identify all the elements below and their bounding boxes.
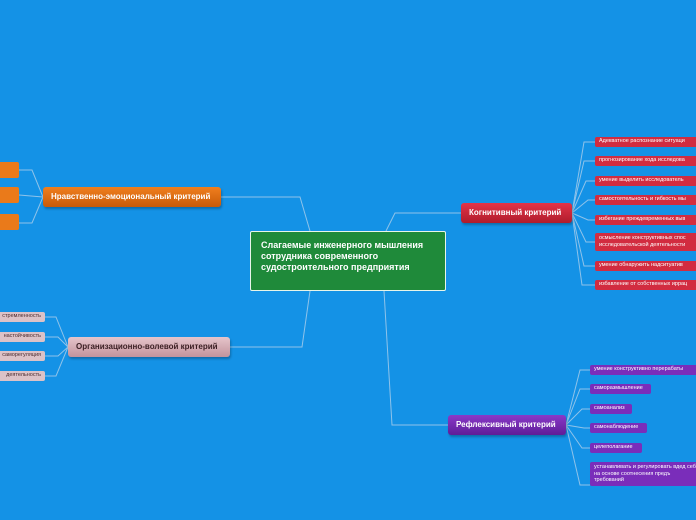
connector-central-cognitive bbox=[385, 212, 461, 232]
volitional-item-3[interactable]: саморегуляция bbox=[0, 351, 45, 361]
branch-moral-emotional[interactable]: Нравственно-эмоциональный критерий bbox=[43, 187, 221, 207]
moral-item-3[interactable] bbox=[0, 214, 19, 230]
branch-cognitive[interactable]: Когнитивный критерий bbox=[461, 203, 572, 223]
volitional-item-4[interactable]: деятельность bbox=[0, 371, 45, 381]
branch-organizational-volitional[interactable]: Организационно-волевой критерий bbox=[68, 337, 230, 357]
cognitive-item-8[interactable]: избавление от собственных иррац bbox=[595, 280, 696, 290]
reflexive-item-2[interactable]: саморазмышление bbox=[590, 384, 651, 394]
branch-reflexive[interactable]: Рефлексивный критерий bbox=[448, 415, 566, 435]
cognitive-item-3[interactable]: умение выделить исследователь bbox=[595, 176, 696, 186]
connector-central-reflexive bbox=[383, 290, 448, 426]
central-topic[interactable]: Слагаемые инженерного мышления сотрудник… bbox=[250, 231, 446, 291]
volitional-item-2[interactable]: настойчивость bbox=[0, 332, 45, 342]
moral-item-1[interactable] bbox=[0, 162, 19, 178]
cognitive-item-2[interactable]: прогнозирование хода исследова bbox=[595, 156, 696, 166]
reflexive-item-6[interactable]: устанавливать и регулировать вдед себя н… bbox=[590, 462, 696, 486]
cognitive-item-1[interactable]: Адекватное распознание ситуаци bbox=[595, 137, 696, 147]
cognitive-item-7[interactable]: умение обнаружить надситуатив bbox=[595, 261, 696, 271]
reflexive-item-1[interactable]: умение конструктивно перерабаты bbox=[590, 365, 696, 375]
cognitive-item-5[interactable]: избегание преждевременных выв bbox=[595, 215, 696, 225]
connector-central-moral bbox=[221, 196, 311, 232]
connector-central-volitional bbox=[230, 290, 311, 348]
cognitive-item-4[interactable]: самостоятельность и гибкость мы bbox=[595, 195, 696, 205]
moral-item-2[interactable] bbox=[0, 187, 19, 203]
volitional-item-1[interactable]: стремленность bbox=[0, 312, 45, 322]
reflexive-item-5[interactable]: целеполагание bbox=[590, 443, 642, 453]
cognitive-item-6[interactable]: осмысление конструктивных спос исследова… bbox=[595, 233, 696, 251]
reflexive-item-4[interactable]: самонаблюдение bbox=[590, 423, 647, 433]
reflexive-item-3[interactable]: самоанализ bbox=[590, 404, 632, 414]
